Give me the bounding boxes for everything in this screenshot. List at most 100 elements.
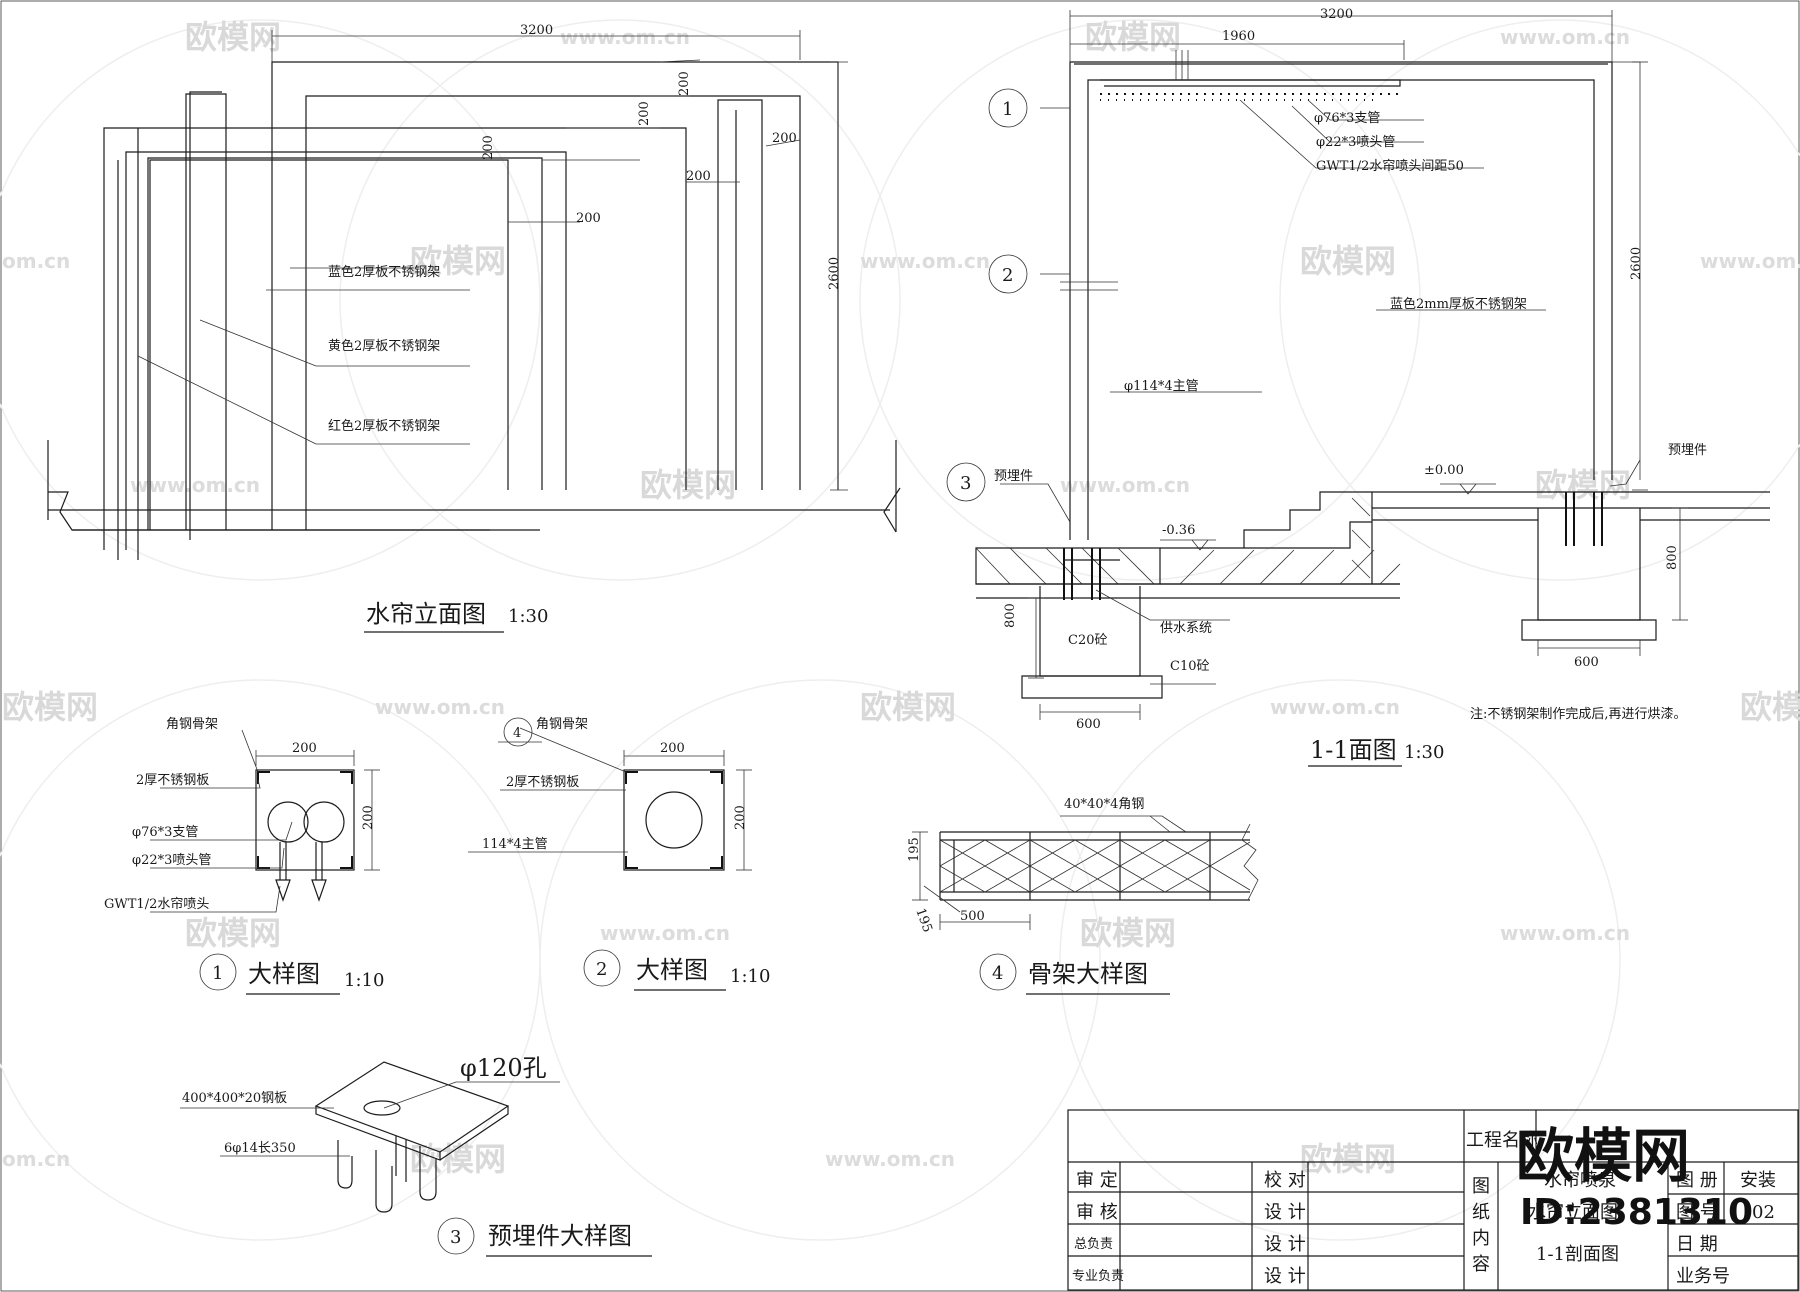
detail3-title: 预埋件大样图 — [488, 1222, 632, 1250]
elevation-dim-height: 2600 — [827, 257, 842, 290]
elevation-dim-width: 3200 — [520, 23, 553, 38]
section-dim-base: 600 — [1574, 655, 1599, 670]
section-label-level-1: -0.36 — [1162, 523, 1195, 538]
tb-row2-a: 审 核 — [1076, 1202, 1118, 1223]
tb-content-3: 1-1剖面图 — [1536, 1244, 1619, 1265]
elevation-dim-offset: 200 — [576, 211, 601, 226]
brand-logo-text: 欧模网 — [1516, 1122, 1690, 1190]
watermark-url: www.om.cn — [560, 25, 690, 49]
detail-3: φ120孔 400*400*20钢板 6φ14长350 3 预埋件大样图 — [180, 1054, 652, 1257]
watermark-circles — [0, 19, 1800, 1241]
section-dim-depth: 800 — [1003, 603, 1018, 628]
detail-2: 4 200 200 角钢骨架 2厚不锈钢板 114*4主管 2 大样图 1:10 — [468, 717, 770, 991]
detail4-dim-h: 195 — [907, 837, 922, 862]
section-view: 3200 1960 2600 1 2 3 φ76*3支管 φ22*3喷头管 GW… — [946, 7, 1770, 767]
detail2-dim: 200 — [733, 805, 748, 830]
detail1-label-nozzle-pipe: φ22*3喷头管 — [132, 853, 211, 868]
detail2-number: 2 — [596, 959, 607, 980]
section-label-blue: 蓝色2mm厚板不锈钢架 — [1390, 296, 1527, 312]
section-label-level-0: ±0.00 — [1424, 463, 1464, 478]
section-label-nozzle: GWT1/2水帘喷头间距50 — [1316, 158, 1464, 174]
detail1-label-nozzle: GWT1/2水帘喷头 — [104, 896, 209, 912]
section-label-supply: 供水系统 — [1160, 621, 1212, 636]
elevation-ground — [47, 440, 901, 533]
detail1-label-angle: 角钢骨架 — [166, 717, 218, 732]
tb-row2-b: 设 计 — [1264, 1202, 1306, 1223]
title-block: 工程名称 审 定 校 对 审 核 设 计 总负责 设 计 专业负责 设 计 图 … — [1067, 1109, 1799, 1291]
section-dim-height: 2600 — [1629, 247, 1644, 280]
section-label-embed: 预埋件 — [994, 469, 1033, 484]
watermark-url: www.om.cn — [375, 695, 505, 719]
elevation-dim-offset: 200 — [772, 131, 797, 146]
detail2-dim: 200 — [660, 741, 685, 756]
elevation-scale: 1:30 — [508, 606, 548, 627]
detail4-title: 骨架大样图 — [1028, 960, 1148, 988]
detail1-label-branch: φ76*3支管 — [132, 825, 198, 840]
watermark-brand: 欧模网 — [410, 242, 506, 280]
detail-4: 40*40*4角钢 195 195 500 4 骨架大样图 — [907, 797, 1259, 995]
tb-content-label-3: 内 — [1472, 1228, 1490, 1249]
detail4-number: 4 — [992, 963, 1003, 984]
tb-content-1: 水帘喷泉 — [1544, 1170, 1616, 1191]
section-label-nozzle-pipe: φ22*3喷头管 — [1316, 135, 1395, 150]
detail2-callout: 4 — [513, 726, 521, 741]
tb-row4-b: 设 计 — [1264, 1266, 1306, 1287]
watermark-brand: 欧模网 — [185, 18, 281, 56]
watermark-url: www.om.cn — [1500, 921, 1630, 945]
elevation-dim-offset: 200 — [686, 169, 711, 184]
brand-overlay: 欧模网 ID:2381310 — [1516, 1122, 1753, 1233]
watermarks: 欧模网 www.om.cn 欧模网 www.om.cn om.cn 欧模网 ww… — [0, 18, 1800, 1241]
elevation-dim-offset: 200 — [677, 71, 692, 96]
detail1-number: 1 — [212, 963, 223, 984]
detail3-hole: φ120孔 — [460, 1054, 547, 1082]
elevation-label-red: 红色2厚板不锈钢架 — [328, 418, 440, 434]
section-callout-3: 3 — [960, 473, 971, 494]
tb-content-label-4: 容 — [1472, 1254, 1490, 1275]
elevation-dim-offset: 200 — [637, 101, 652, 126]
tb-content-label-2: 纸 — [1472, 1202, 1490, 1223]
detail-1: 200 200 角钢骨架 2厚不锈钢板 φ76*3支管 φ22*3喷头管 GWT… — [104, 717, 384, 995]
watermark-url: om.cn — [2, 249, 70, 273]
detail3-label-bars: 6φ14长350 — [224, 1141, 296, 1156]
section-dim-depth: 800 — [1665, 545, 1680, 570]
detail4-label-angle: 40*40*4角钢 — [1064, 797, 1144, 812]
detail2-title: 大样图 — [636, 956, 708, 984]
tb-content-label-1: 图 — [1472, 1176, 1490, 1197]
tb-meta-work: 业务号 — [1676, 1266, 1730, 1287]
detail2-label-angle: 角钢骨架 — [536, 717, 588, 732]
section-dim-width: 3200 — [1320, 7, 1353, 22]
section-pool — [1160, 491, 1770, 641]
elevation-dim-offset: 200 — [481, 135, 496, 160]
section-callout-1: 1 — [1002, 99, 1013, 120]
watermark-brand: 欧模网 — [2, 688, 98, 726]
tb-meta-date: 日 期 — [1676, 1234, 1718, 1255]
brand-id: ID:2381310 — [1520, 1192, 1753, 1233]
tb-row3-b: 设 计 — [1264, 1234, 1306, 1255]
watermark-url: www.om.cn — [130, 473, 260, 497]
section-dim-spray: 1960 — [1222, 29, 1255, 44]
section-scale: 1:30 — [1404, 742, 1444, 763]
detail1-scale: 1:10 — [344, 970, 384, 991]
tb-content-2: 水帘立面图 — [1528, 1202, 1618, 1223]
section-lower-dims — [1028, 507, 1688, 720]
watermark-url: www.om.cn — [1500, 25, 1630, 49]
elevation-dims — [137, 30, 848, 491]
section-label-main: φ114*4主管 — [1124, 379, 1199, 394]
section-label-branch: φ76*3支管 — [1314, 111, 1380, 126]
watermark-url: om.cn — [2, 1147, 70, 1171]
section-note: 注:不锈钢架制作完成后,再进行烘漆。 — [1470, 706, 1687, 722]
tb-meta-dept: 图 册 — [1676, 1170, 1718, 1191]
section-label-c20: C20砼 — [1068, 633, 1108, 648]
watermark-brand: 欧模网 — [1300, 1140, 1396, 1178]
section-dims — [1000, 10, 1648, 523]
tb-meta-no: 图 号 — [1676, 1202, 1718, 1223]
tb-row1-a: 审 定 — [1076, 1170, 1118, 1191]
detail1-dim: 200 — [361, 805, 376, 830]
tb-meta-dept-value: 安装 — [1740, 1170, 1776, 1191]
watermark-url: www.om.cn — [600, 921, 730, 945]
section-label-c10: C10砼 — [1170, 659, 1210, 674]
detail4-dim-w: 195 — [912, 906, 935, 934]
watermark-brand: 欧模网 — [1085, 18, 1181, 56]
